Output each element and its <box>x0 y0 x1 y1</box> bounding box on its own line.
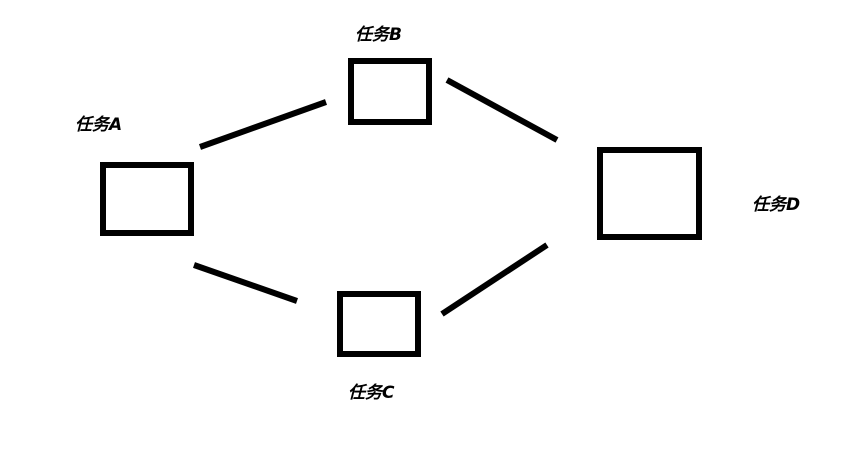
node-box-task-d[interactable] <box>597 147 702 240</box>
edge-task-b-to-task-d <box>445 77 559 143</box>
node-box-task-a[interactable] <box>100 162 194 236</box>
node-box-task-c[interactable] <box>337 291 421 357</box>
node-label-task-b: 任务B <box>355 25 402 45</box>
node-label-task-d: 任务D <box>752 195 801 215</box>
edge-task-a-to-task-c <box>193 262 298 304</box>
node-label-task-a: 任务A <box>75 115 123 135</box>
edge-task-a-to-task-b <box>198 99 328 150</box>
node-box-task-b[interactable] <box>348 58 432 125</box>
edge-task-c-to-task-d <box>440 242 549 317</box>
node-label-task-c: 任务C <box>348 383 395 403</box>
